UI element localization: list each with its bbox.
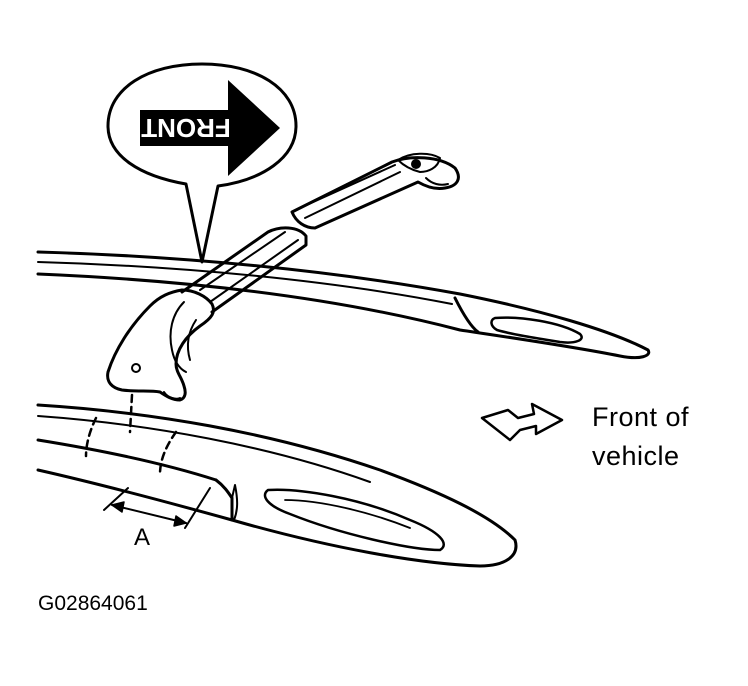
front-roof-rail	[36, 403, 518, 568]
dimension-a-label: A	[134, 524, 151, 551]
mount-outline-right	[158, 430, 178, 476]
front-of-vehicle-line2: vehicle	[592, 441, 680, 471]
cross-bar-front-section	[106, 226, 308, 402]
figure-id-label: G02864061	[38, 592, 148, 615]
front-direction-arrow-icon	[140, 80, 280, 176]
front-of-vehicle-line1: Front of	[592, 402, 690, 432]
rear-roof-rail	[36, 250, 651, 360]
foot-alignment-line	[128, 393, 134, 434]
front-of-vehicle-label: Front of vehicle	[592, 398, 689, 476]
dimension-a-indicator	[103, 487, 211, 529]
cross-bar-rear-section	[290, 152, 460, 230]
front-callout-text: FRONT	[141, 113, 231, 143]
hollow-direction-arrow-icon	[480, 402, 564, 442]
front-callout-bubble: FRONT	[106, 62, 298, 264]
mount-outline-left	[84, 416, 98, 458]
